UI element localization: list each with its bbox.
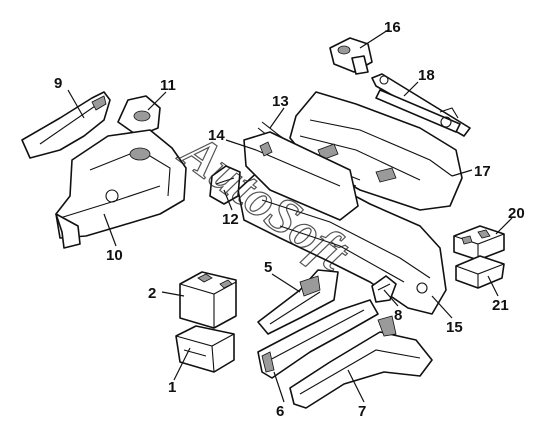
callout-8: 8 <box>394 307 402 324</box>
callout-2: 2 <box>148 285 156 302</box>
part-8-clip <box>371 275 397 303</box>
part-20-relay-box <box>453 225 505 261</box>
part-7-lower-member <box>289 315 433 409</box>
callout-11: 11 <box>160 77 176 94</box>
callout-numbers: 1 2 5 6 7 8 9 10 11 12 13 14 15 16 17 18… <box>54 19 525 420</box>
part-18-wiper-linkage <box>371 73 471 137</box>
part-11-strut-top <box>117 95 161 137</box>
callout-21: 21 <box>492 297 509 314</box>
part-16-wiper-motor <box>329 37 373 75</box>
part-2-battery <box>179 271 237 329</box>
part-14-cowl-side <box>243 131 359 221</box>
callout-16: 16 <box>384 19 401 36</box>
part-6-side-member <box>257 299 379 379</box>
callout-13: 13 <box>272 93 289 110</box>
callout-6: 6 <box>276 403 284 420</box>
leader-lines <box>67 29 513 403</box>
part-12-bracket <box>209 165 241 205</box>
callout-10: 10 <box>106 247 123 264</box>
callout-7: 7 <box>358 403 366 420</box>
part-21-relay-cover <box>455 255 505 289</box>
part-5-rail-bracket <box>257 269 339 335</box>
part-10-front-apron <box>55 129 187 249</box>
part-17-cowl-panel <box>289 91 463 211</box>
callout-20: 20 <box>508 205 525 222</box>
callout-14: 14 <box>208 127 225 144</box>
callout-9: 9 <box>54 75 62 92</box>
callout-18: 18 <box>418 67 435 84</box>
callout-15: 15 <box>446 319 463 336</box>
callout-17: 17 <box>474 163 491 180</box>
callout-12: 12 <box>222 211 239 228</box>
part-9-fender-rail <box>21 91 111 159</box>
callout-1: 1 <box>168 379 176 396</box>
part-1-battery-tray <box>175 325 235 373</box>
callout-5: 5 <box>264 259 272 276</box>
